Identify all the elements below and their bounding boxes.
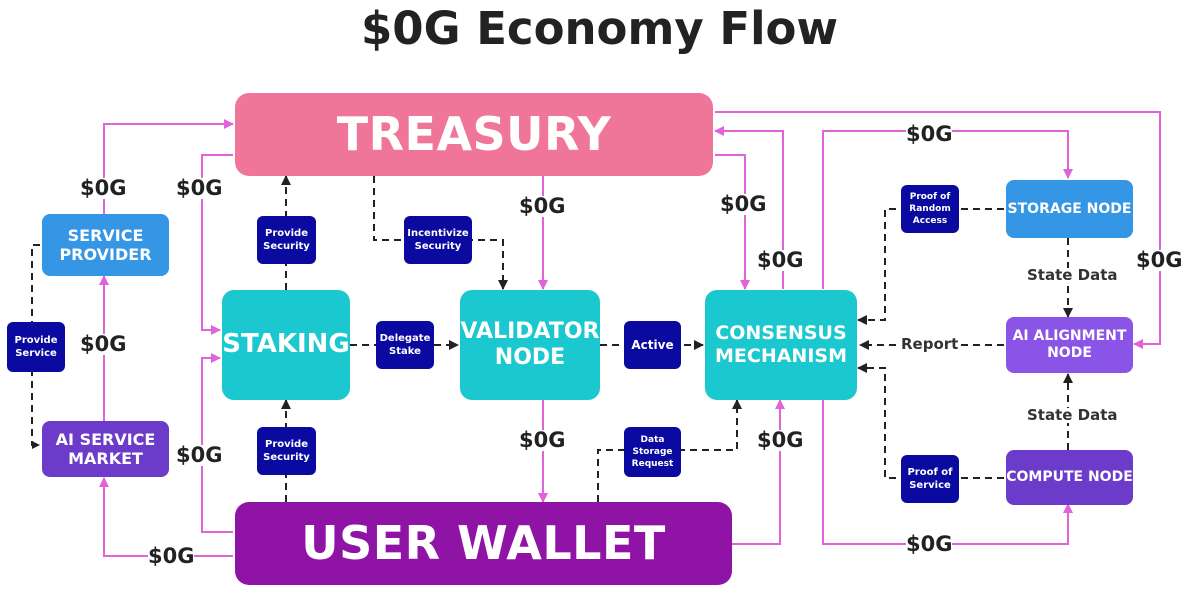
token-label: $0G — [720, 192, 767, 216]
storage-node: STORAGE NODE — [1006, 180, 1133, 238]
provide-security-tag-top: Provide Security — [257, 216, 316, 264]
staking-node: STAKING — [222, 290, 350, 400]
delegate-stake-tag: Delegate Stake — [376, 321, 434, 369]
token-label: $0G — [80, 332, 127, 356]
treasury-to-consensus-flow — [715, 154, 750, 290]
compute-node: COMPUTE NODE — [1006, 450, 1133, 505]
token-label: $0G — [519, 428, 566, 452]
compute-to-consensus-proof — [857, 363, 1004, 479]
state-data-label-bottom: State Data — [1027, 406, 1118, 424]
token-label: $0G — [906, 122, 953, 146]
data-storage-request-tag: Data Storage Request — [624, 427, 681, 477]
token-label: $0G — [176, 176, 223, 200]
token-label: $0G — [176, 443, 223, 467]
token-label: $0G — [906, 532, 953, 556]
active-tag: Active — [624, 321, 681, 369]
report-label: Report — [901, 335, 959, 353]
storage-to-consensus-proof — [857, 208, 1004, 325]
token-label: $0G — [80, 176, 127, 200]
treasury-to-staking-flow — [201, 154, 233, 335]
incentivize-security-tag: Incentivize Security — [404, 216, 472, 264]
proof-of-random-access-tag: Proof of Random Access — [901, 185, 959, 233]
token-label: $0G — [757, 248, 804, 272]
proof-of-service-tag: Proof of Service — [901, 455, 959, 503]
user-wallet-node: USER WALLET — [235, 502, 732, 585]
ai-service-market-node: AI SERVICE MARKET — [42, 421, 169, 477]
wallet-to-consensus-flow — [732, 399, 785, 545]
token-label: $0G — [519, 194, 566, 218]
page-title: $0G Economy Flow — [360, 2, 839, 55]
treasury-to-alignment-flow — [715, 111, 1161, 349]
service-provider-to-treasury-flow — [103, 119, 234, 214]
treasury-incentivize-validator — [373, 176, 508, 290]
service-provider-node: SERVICE PROVIDER — [42, 214, 169, 276]
consensus-mechanism-node: CONSENSUS MECHANISM — [705, 290, 857, 400]
provide-security-tag-bottom: Provide Security — [257, 427, 316, 475]
token-label: $0G — [148, 544, 195, 568]
treasury-node: TREASURY — [235, 93, 713, 176]
token-label: $0G — [1136, 248, 1183, 272]
state-data-label-top: State Data — [1027, 266, 1118, 284]
ai-alignment-node: AI ALIGNMENT NODE — [1006, 317, 1133, 373]
token-label: $0G — [757, 428, 804, 452]
validator-node: VALIDATOR NODE — [460, 290, 600, 400]
consensus-to-treasury-flow — [714, 126, 784, 289]
provide-service-tag: Provide Service — [7, 322, 65, 372]
